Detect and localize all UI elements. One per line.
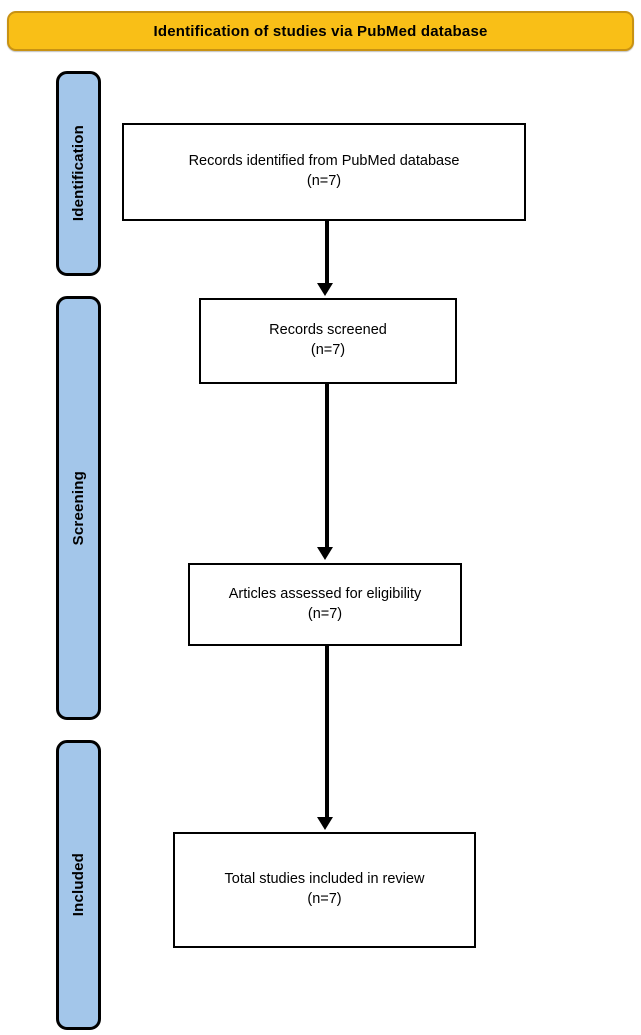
flow-box-records-screened-text: Records screened (n=7)	[269, 322, 387, 358]
connector-arrow-screened-to-assessed	[325, 384, 329, 549]
flow-box-records-identified-text: Records identified from PubMed database …	[188, 153, 460, 189]
flow-box-articles-assessed-text: Articles assessed for eligibility (n=7)	[228, 585, 422, 622]
connector-arrow-identified-to-screened	[325, 221, 329, 285]
stage-bar-included-label: Included	[70, 853, 87, 917]
flow-box-records-identified: Records identified from PubMed database …	[122, 123, 526, 221]
flow-box-total-included-text: Total studies included in review (n=7)	[224, 871, 425, 907]
flow-box-articles-assessed: Articles assessed for eligibility (n=7)	[188, 563, 462, 646]
stage-bar-identification: Identification	[56, 71, 101, 276]
header-banner-title: Identification of studies via PubMed dat…	[153, 22, 488, 40]
connector-arrowhead-identified-to-screened	[317, 283, 333, 296]
stage-bar-included: Included	[56, 740, 101, 1030]
connector-arrowhead-screened-to-assessed	[317, 547, 333, 560]
connector-arrow-assessed-to-included	[325, 646, 329, 819]
connector-arrowhead-assessed-to-included	[317, 817, 333, 830]
flow-box-records-screened: Records screened (n=7)	[199, 298, 457, 384]
header-banner: Identification of studies via PubMed dat…	[7, 11, 634, 51]
stage-bar-screening-label: Screening	[70, 470, 87, 546]
stage-bar-screening: Screening	[56, 296, 101, 720]
stage-bar-identification-label: Identification	[70, 125, 87, 222]
flow-box-total-included: Total studies included in review (n=7)	[173, 832, 476, 948]
